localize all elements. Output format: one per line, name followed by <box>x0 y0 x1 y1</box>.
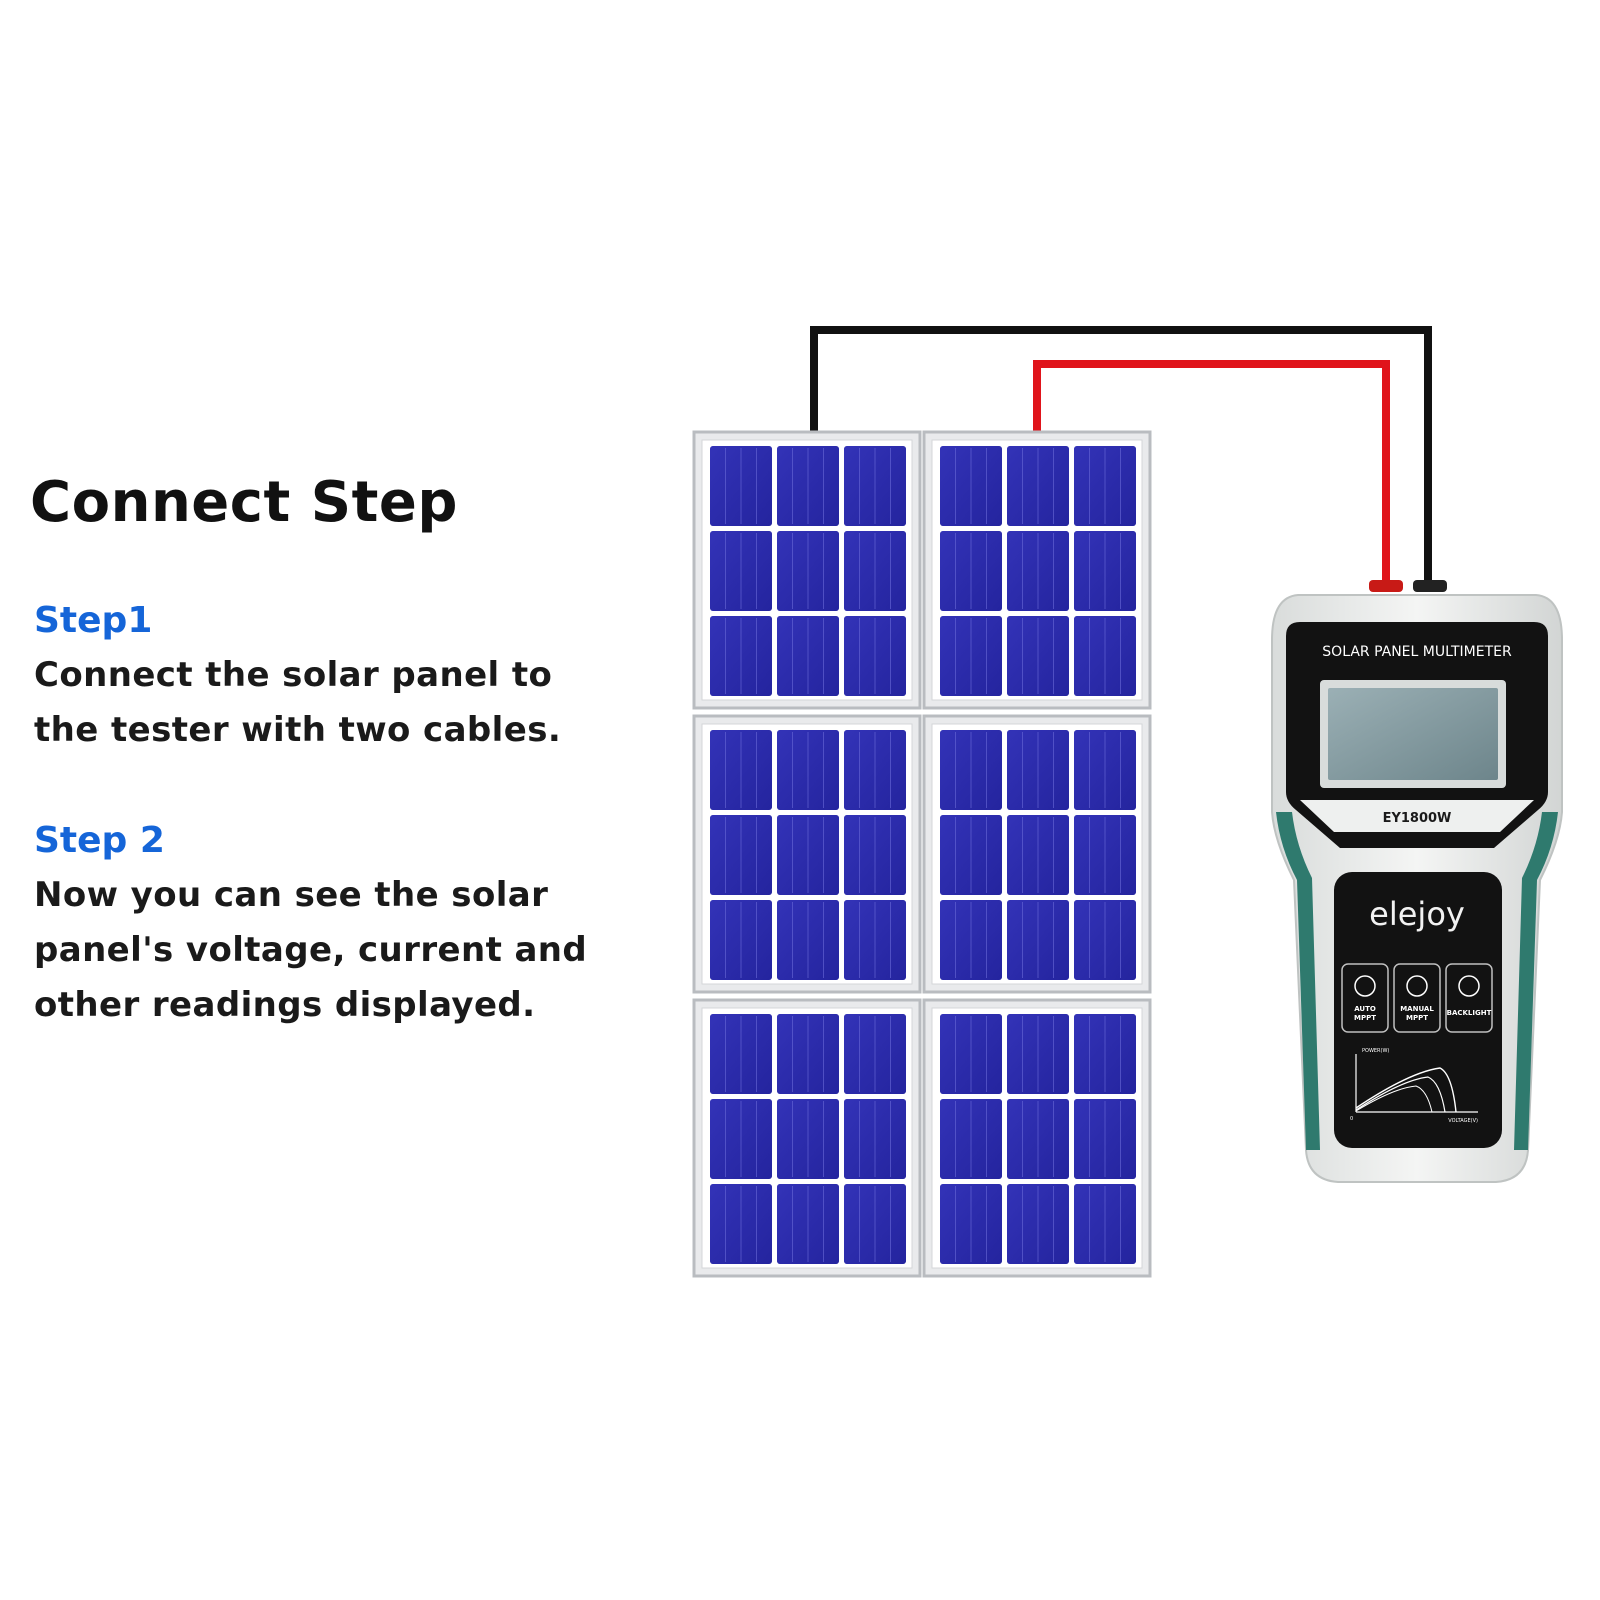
meter-brand: elejoy <box>1369 895 1465 933</box>
solar-module <box>692 998 922 1278</box>
power-voltage-curve-icon: POWER(W) VOLTAGE(V) 0 <box>1350 1048 1478 1124</box>
graph-y-label: POWER(W) <box>1362 1048 1389 1054</box>
meter-lower-panel <box>1334 872 1502 1148</box>
teal-grip-right <box>1514 812 1558 1150</box>
solar-module <box>922 714 1152 994</box>
graph-origin: 0 <box>1350 1116 1353 1122</box>
step1-text: Connect the solar panel to the tester wi… <box>34 655 562 750</box>
solar-module <box>922 430 1152 710</box>
model-band <box>1300 800 1534 832</box>
step2-label: Step 2 <box>34 820 165 861</box>
manual-mppt-label-1: MANUAL <box>1400 1005 1434 1013</box>
solar-module <box>692 714 922 994</box>
manual-mppt-button[interactable]: MANUAL MPPT <box>1393 963 1441 1033</box>
step2-text: Now you can see the solar panel's voltag… <box>34 875 588 1025</box>
black-terminal <box>1413 580 1447 592</box>
teal-grip-left <box>1276 812 1320 1150</box>
red-cable <box>1033 360 1390 592</box>
solar-module <box>692 430 922 710</box>
backlight-button[interactable]: BACKLIGHT <box>1445 963 1493 1033</box>
meter-title: SOLAR PANEL MULTIMETER <box>1322 644 1512 660</box>
meter-model: EY1800W <box>1383 811 1452 826</box>
solar-module <box>922 998 1152 1278</box>
lcd-screen <box>1328 688 1498 780</box>
page-title: Connect Step <box>30 470 458 535</box>
solar-panel-multimeter: SOLAR PANEL MULTIMETER EY1800W elejoy AU… <box>1271 580 1563 1183</box>
solar-panel-array <box>692 430 1152 1278</box>
auto-mppt-label-2: MPPT <box>1354 1014 1376 1022</box>
backlight-label: BACKLIGHT <box>1447 1009 1492 1017</box>
auto-mppt-label-1: AUTO <box>1354 1005 1376 1013</box>
step1-label: Step1 <box>34 600 153 641</box>
black-cable <box>810 326 1432 592</box>
red-terminal <box>1369 580 1403 592</box>
graph-x-label: VOLTAGE(V) <box>1448 1118 1478 1124</box>
auto-mppt-button[interactable]: AUTO MPPT <box>1341 963 1389 1033</box>
manual-mppt-label-2: MPPT <box>1406 1014 1428 1022</box>
